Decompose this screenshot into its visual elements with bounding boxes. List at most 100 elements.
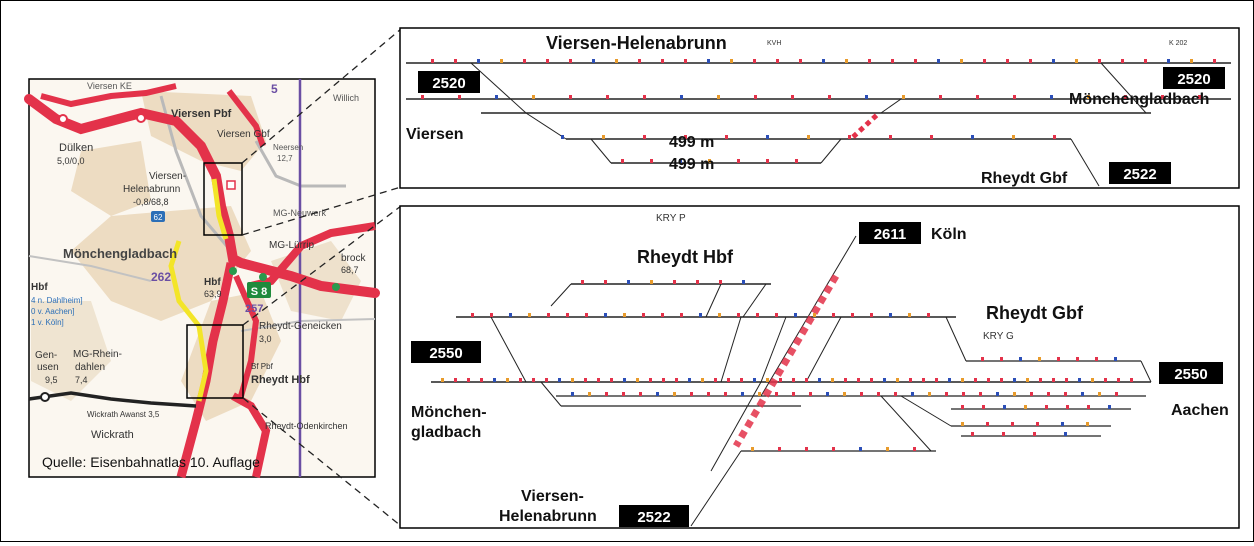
signal-marker <box>1052 378 1055 382</box>
signal-marker <box>795 159 798 163</box>
signal-marker <box>571 378 574 382</box>
signal-marker <box>937 59 940 63</box>
station-code: KVH <box>767 40 781 47</box>
signal-marker <box>844 378 847 382</box>
road-badge <box>151 211 165 222</box>
signal-marker <box>1057 357 1060 361</box>
signal-marker <box>870 378 873 382</box>
signal-marker <box>1167 59 1170 63</box>
tag-2522 <box>1109 162 1171 184</box>
signal-marker <box>758 392 761 396</box>
label-viersen-helenabrunn: Viersen- <box>521 488 584 505</box>
signal-marker <box>883 378 886 382</box>
tag-2520-right <box>1163 67 1225 89</box>
signal-marker <box>971 432 974 436</box>
signal-marker <box>939 95 942 99</box>
signal-marker <box>896 378 899 382</box>
signal-marker <box>622 392 625 396</box>
map-label: Viersen KE <box>87 81 132 91</box>
signal-marker <box>532 378 535 382</box>
map-label: 12,7 <box>277 154 293 163</box>
map-label: Hbf <box>31 282 48 293</box>
signal-marker <box>458 95 461 99</box>
map-label: -0,8/68,8 <box>133 197 169 207</box>
signal-marker <box>643 95 646 99</box>
signal-marker <box>766 378 769 382</box>
tag-text: 2522 <box>637 509 670 526</box>
signal-marker <box>902 95 905 99</box>
signal-marker <box>961 378 964 382</box>
signal-marker <box>1047 392 1050 396</box>
signal-marker <box>828 95 831 99</box>
signal-marker <box>1076 357 1079 361</box>
signal-marker <box>737 159 740 163</box>
road-badge-text: 62 <box>154 213 163 222</box>
signal-marker <box>1036 422 1039 426</box>
signal-marker <box>754 95 757 99</box>
label-aachen: Aachen <box>1171 402 1229 419</box>
signal-marker <box>597 378 600 382</box>
signal-marker <box>547 313 550 317</box>
signal-marker <box>649 378 652 382</box>
label-rheydt-gbf: Rheydt Gbf <box>981 170 1068 187</box>
signal-marker <box>661 313 664 317</box>
overview-map: S 8 62 5 262 257 Viersen KE Viersen Pbf … <box>24 78 380 479</box>
map-label: 4 n. Dahlheim] <box>31 296 83 305</box>
signal-marker <box>509 313 512 317</box>
signal-marker <box>753 59 756 63</box>
signal-marker <box>1053 135 1056 139</box>
signal-marker <box>1108 405 1111 409</box>
signal-marker <box>558 378 561 382</box>
signal-marker <box>983 59 986 63</box>
signal-marker <box>794 313 797 317</box>
signal-marker <box>523 59 526 63</box>
signal-marker <box>684 59 687 63</box>
signal-marker <box>727 378 730 382</box>
signal-marker <box>996 392 999 396</box>
signal-marker <box>642 313 645 317</box>
signal-marker <box>928 392 931 396</box>
signal-marker <box>477 59 480 63</box>
label-moenchengladbach: gladbach <box>411 424 481 441</box>
leader-lines <box>241 28 402 527</box>
signal-marker <box>636 378 639 382</box>
signal-marker <box>707 59 710 63</box>
signal-marker <box>606 95 609 99</box>
signal-marker <box>1052 59 1055 63</box>
signal-marker <box>506 378 509 382</box>
line-number-5: 5 <box>271 82 278 96</box>
signal-marker <box>1013 392 1016 396</box>
map-label: Wickrath Awanst 3,5 <box>87 410 160 419</box>
signal-marker <box>805 378 808 382</box>
signal-marker <box>467 378 470 382</box>
signal-marker <box>421 95 424 99</box>
map-label: 7,4 <box>75 375 88 385</box>
signal-marker <box>1213 59 1216 63</box>
signal-marker <box>843 392 846 396</box>
signal-marker <box>643 135 646 139</box>
signal-marker <box>751 447 754 451</box>
signal-marker <box>471 313 474 317</box>
signal-marker <box>831 378 834 382</box>
map-label: Viersen Gbf <box>217 129 270 140</box>
tag-2550-left <box>411 341 481 363</box>
signal-marker <box>1013 95 1016 99</box>
signal-marker <box>1121 59 1124 63</box>
map-label: Neersen <box>273 143 303 152</box>
map-label: Wickrath <box>91 429 134 441</box>
tag-2520-left <box>418 71 480 93</box>
map-label: Viersen- <box>149 171 186 182</box>
map-label: 0 v. Aachen] <box>31 307 74 316</box>
signal-marker <box>979 392 982 396</box>
signal-marker <box>976 95 979 99</box>
signal-marker <box>581 280 584 284</box>
signal-marker <box>766 159 769 163</box>
signal-marker <box>868 59 871 63</box>
signal-marker <box>639 392 642 396</box>
signal-marker <box>1081 392 1084 396</box>
signal-marker <box>948 378 951 382</box>
signal-marker <box>778 447 781 451</box>
label-viersen-helenabrunn: Helenabrunn <box>499 508 597 525</box>
